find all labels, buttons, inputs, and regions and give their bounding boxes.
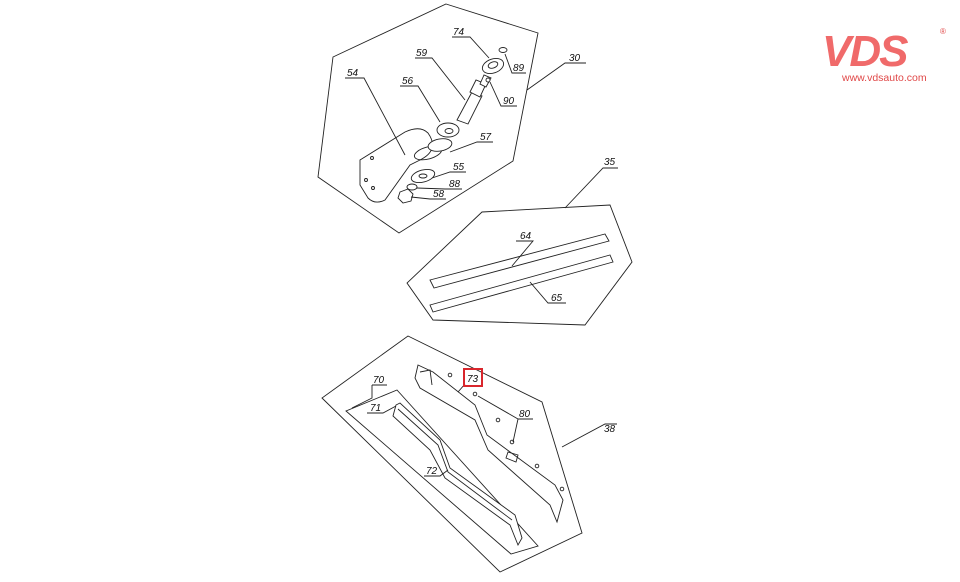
label-part-74[interactable]: 74 (453, 27, 465, 38)
logo-text: VDS (822, 27, 908, 76)
part-57-washer[interactable] (427, 137, 453, 153)
label-part-58[interactable]: 58 (433, 189, 445, 200)
label-part-89[interactable]: 89 (513, 63, 525, 74)
registered-mark: ® (940, 27, 946, 36)
label-part-80[interactable]: 80 (519, 409, 531, 420)
part-88-washer[interactable] (406, 183, 418, 191)
part-59-shaft[interactable] (456, 91, 483, 125)
group-outline-38 (321, 335, 583, 573)
vds-logo: VDS (822, 27, 910, 76)
label-group-30[interactable]: 30 (569, 53, 581, 64)
part-73-beam[interactable] (414, 364, 564, 524)
label-part-54[interactable]: 54 (347, 68, 359, 79)
group-outline-70 (345, 389, 539, 555)
part-89-ring[interactable] (498, 47, 508, 53)
part-72-beam[interactable] (392, 402, 523, 547)
label-part-70[interactable]: 70 (373, 375, 385, 386)
label-part-55[interactable]: 55 (453, 162, 465, 173)
label-group-35[interactable]: 35 (604, 157, 616, 168)
part-64-strip[interactable] (429, 233, 610, 289)
part-54-housing[interactable] (359, 128, 433, 203)
group-outline-35 (406, 204, 633, 326)
part-56-nut[interactable] (436, 122, 460, 138)
label-part-59[interactable]: 59 (416, 48, 428, 59)
label-part-57[interactable]: 57 (480, 132, 492, 143)
part-74-bearing[interactable] (480, 56, 505, 77)
part-90-pin[interactable] (485, 77, 491, 83)
label-part-64[interactable]: 64 (520, 231, 532, 242)
label-part-56[interactable]: 56 (402, 76, 414, 87)
part-55-washer[interactable] (410, 167, 436, 185)
brand-url[interactable]: www.vdsauto.com (842, 72, 927, 84)
selected-part-highlight (463, 368, 483, 387)
label-part-88[interactable]: 88 (449, 179, 461, 190)
label-part-71[interactable]: 71 (370, 403, 381, 414)
assembly-30 (317, 3, 586, 234)
label-part-72[interactable]: 72 (426, 466, 438, 477)
assembly-38 (321, 335, 617, 573)
label-part-73[interactable]: 73 (467, 374, 479, 385)
label-group-38[interactable]: 38 (604, 424, 616, 435)
label-part-65[interactable]: 65 (551, 293, 563, 304)
assembly-35 (406, 167, 633, 326)
group-outline-30 (317, 3, 539, 234)
part-65-strip[interactable] (429, 254, 614, 313)
part-58-nut[interactable] (397, 188, 414, 204)
label-part-90[interactable]: 90 (503, 96, 515, 107)
